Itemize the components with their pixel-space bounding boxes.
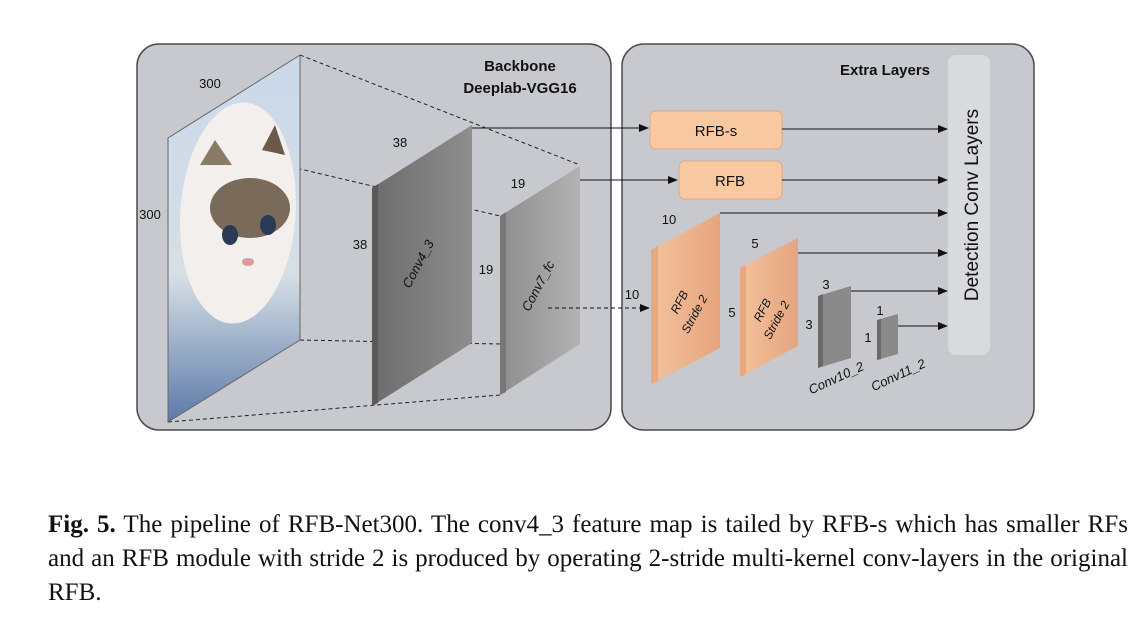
backbone-subtitle: Deeplab-VGG16	[463, 80, 576, 97]
rfb-net-diagram: Detection Conv Layers Backbone Deeplab-V…	[136, 43, 1035, 431]
figure-caption: Fig. 5. The pipeline of RFB-Net300. The …	[48, 508, 1128, 610]
conv11-2-block	[877, 314, 898, 360]
conv7-fc-block	[500, 166, 580, 395]
extra-layers-title: Extra Layers	[840, 62, 930, 79]
conv11-2-height-label: 1	[864, 330, 871, 345]
conv10-2-depth-label: 3	[822, 277, 829, 292]
rfb-stride-1-height-label: 10	[625, 287, 639, 302]
detection-conv-layers-bar	[948, 55, 990, 355]
rfb-s-label: RFB-s	[695, 123, 738, 140]
conv10-2-height-label: 3	[805, 317, 812, 332]
rfb-stride-block-2	[740, 238, 798, 377]
conv4-3-block	[372, 125, 472, 406]
conv4-3-depth-label: 38	[393, 135, 407, 150]
input-height-label: 300	[139, 207, 161, 222]
rfb-label: RFB	[715, 173, 745, 190]
conv10-2-block	[818, 286, 851, 368]
conv4-3-height-label: 38	[353, 237, 367, 252]
rfb-s-box	[649, 110, 783, 150]
rfb-stride-2-depth-label: 5	[751, 236, 758, 251]
conv11-2-depth-label: 1	[876, 303, 883, 318]
conv7-fc-depth-label: 19	[511, 176, 525, 191]
figure-caption-text: The pipeline of RFB-Net300. The conv4_3 …	[48, 511, 1128, 606]
rfb-stride-2-height-label: 5	[728, 305, 735, 320]
figure-label: Fig. 5.	[48, 511, 116, 538]
rfb-stride-block-1	[651, 213, 720, 384]
backbone-title: Backbone	[484, 58, 556, 75]
input-width-label: 300	[199, 76, 221, 91]
input-image	[167, 54, 301, 423]
conv7-fc-height-label: 19	[479, 262, 493, 277]
rfb-stride-1-depth-label: 10	[662, 212, 676, 227]
connection-arrows	[472, 124, 948, 330]
detection-conv-layers-label: Detection Conv Layers	[962, 109, 983, 301]
